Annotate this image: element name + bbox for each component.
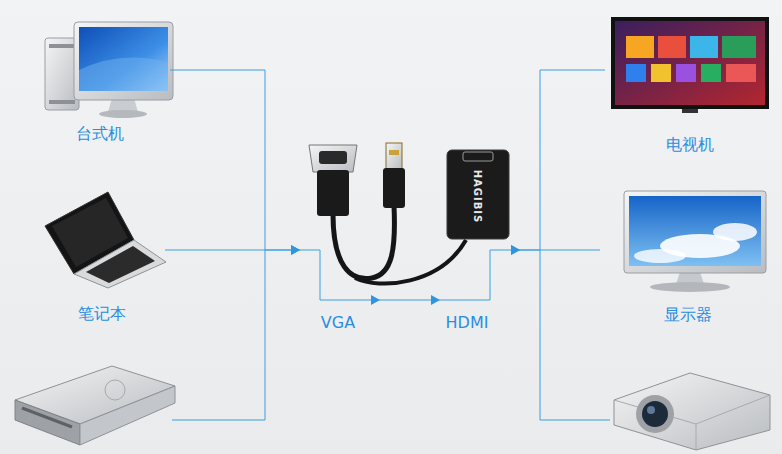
desktop-figure-part [79, 58, 168, 92]
device-label: HDMI [446, 313, 489, 333]
projector-figure-part [696, 424, 697, 450]
wire [172, 250, 610, 420]
dvd-player-figure-part [105, 380, 125, 400]
device-node: 笔记本 [40, 185, 165, 327]
device-label: 显示器 [664, 305, 712, 325]
hdmi-adapter-figure [447, 150, 509, 239]
tv-figure-part [726, 64, 756, 82]
device-label: VGA [321, 313, 355, 333]
dvd-player-figure-part [22, 408, 72, 427]
device-label: 笔记本 [78, 304, 126, 324]
wire-part [540, 250, 610, 420]
vga-cable-figure-part [355, 240, 466, 284]
dvd-player-figure [15, 366, 175, 445]
device-label: 台式机 [76, 124, 124, 144]
desktop-figure-part [49, 44, 75, 48]
connector-line [512, 250, 600, 251]
connector-group [511, 70, 605, 255]
wire-arrow-part [371, 295, 380, 305]
arrowhead [291, 245, 300, 255]
vga-cable-figure-part [383, 168, 405, 208]
connector-group [511, 245, 600, 255]
desktop-figure-part [99, 110, 147, 118]
desktop-figure-part [49, 100, 75, 104]
wire-arrow [371, 295, 380, 305]
wire-part [172, 250, 265, 420]
connector-group [410, 295, 440, 305]
arrowhead [511, 245, 520, 255]
projector-figure [614, 373, 770, 450]
monitor-figure [624, 191, 766, 292]
desktop-figure [45, 22, 173, 118]
laptop-figure [45, 192, 166, 288]
tv-figure-part [626, 64, 646, 82]
vga-cable-figure-part [309, 145, 357, 172]
device-node: 电视机 [605, 12, 775, 157]
monitor-figure-part [624, 191, 766, 273]
vga-cable-figure-part [317, 170, 349, 216]
device-node: 显示器 [600, 185, 770, 327]
arrowhead [511, 245, 520, 255]
projector-figure-part [647, 406, 655, 414]
vga-cable-figure-part [386, 143, 402, 169]
tv-figure-part [658, 36, 686, 58]
tv-figure-part [626, 36, 654, 58]
desktop-figure-part [74, 22, 173, 100]
tv-figure-part [676, 64, 696, 82]
connector-line [170, 70, 300, 250]
tv-figure-part [701, 64, 721, 82]
vga-cable-figure-part [333, 206, 394, 279]
hdmi-adapter-figure-part [463, 152, 493, 161]
brand-label: HAGIBIS [473, 169, 484, 223]
vga-cable-figure [309, 143, 466, 284]
tv-figure-part [611, 17, 769, 109]
monitor-figure-part [713, 223, 757, 241]
dvd-player-figure-part [15, 400, 80, 445]
connector-group [170, 70, 300, 255]
vga-cable-figure-part [389, 150, 399, 155]
laptop-figure-part [74, 240, 166, 288]
connector-line [165, 250, 300, 251]
monitor-figure-part [634, 249, 686, 263]
arrowhead [431, 295, 440, 305]
projector-figure-part [614, 373, 770, 450]
tv-figure [611, 17, 769, 113]
monitor-figure-part [629, 196, 761, 266]
monitor-figure-part [650, 282, 730, 292]
tv-figure-part [690, 36, 718, 58]
tv-figure-part [615, 21, 765, 105]
dvd-player-figure-part [80, 386, 175, 445]
tv-figure-part [722, 36, 756, 58]
device-node: HDMI [440, 138, 512, 335]
hdmi-adapter-figure-part [447, 150, 509, 239]
connector-group [165, 245, 300, 255]
device-node: VGA [300, 138, 410, 335]
projector-figure-part [636, 395, 674, 433]
arrowhead [291, 245, 300, 255]
vga-cable-figure-part [319, 151, 347, 164]
tv-figure-part [682, 109, 698, 113]
projector-figure-part [642, 401, 668, 427]
desktop-figure-part [79, 27, 168, 91]
laptop-figure-part [86, 246, 155, 283]
device-node: 台式机 [30, 18, 170, 148]
device-label: 电视机 [666, 135, 714, 155]
connector-line [512, 70, 605, 250]
tv-figure-part [651, 64, 671, 82]
